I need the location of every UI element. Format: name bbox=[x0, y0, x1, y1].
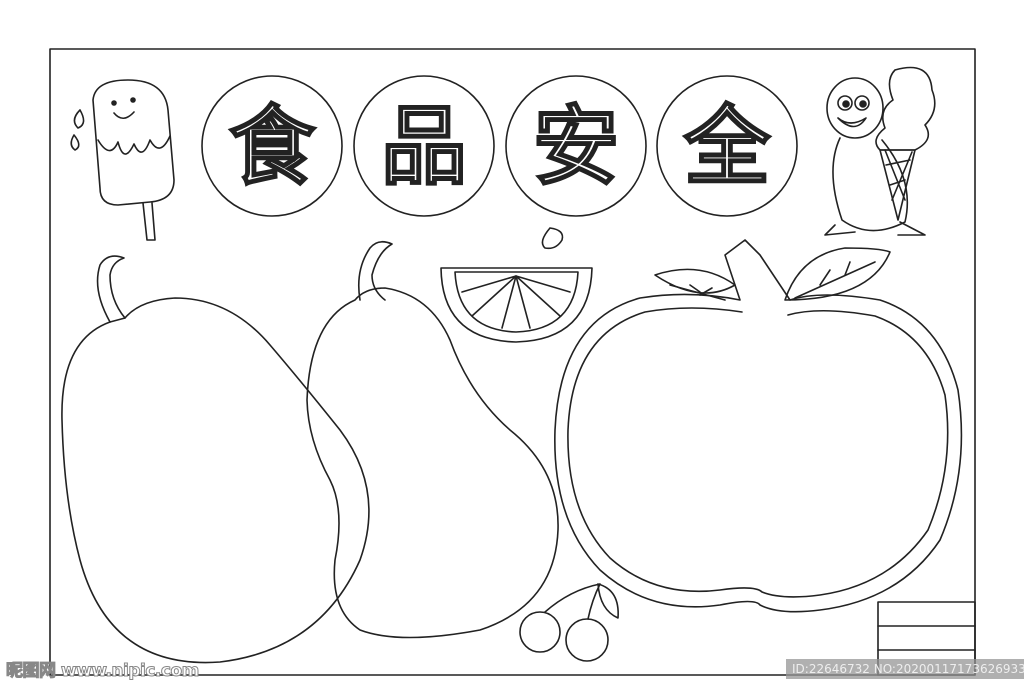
title-char-1: 食 bbox=[229, 97, 316, 197]
title-char-4: 全 bbox=[683, 97, 771, 197]
page-border bbox=[49, 48, 976, 676]
title-char-2: 品 bbox=[381, 97, 467, 197]
penguin-with-ice-cream-icon bbox=[824, 66, 936, 236]
pear-frame-left bbox=[61, 255, 370, 664]
cherries-icon bbox=[519, 583, 619, 662]
title-char-3: 安 bbox=[533, 97, 619, 197]
apple-frame bbox=[554, 239, 963, 613]
watermark-id: ID:22646732 NO:20200117173626933082 bbox=[786, 659, 1024, 679]
title-circle-4: 全 bbox=[656, 75, 798, 217]
popsicle-icon bbox=[70, 79, 175, 241]
orange-slice-icon bbox=[440, 227, 593, 343]
title-circle-2: 品 bbox=[353, 75, 495, 217]
pear-frame-right bbox=[306, 240, 559, 639]
watermark-site: 昵图网 www.nipic.com bbox=[6, 661, 200, 682]
title-circle-1: 食 bbox=[201, 75, 343, 217]
title-circle-3: 安 bbox=[505, 75, 647, 217]
